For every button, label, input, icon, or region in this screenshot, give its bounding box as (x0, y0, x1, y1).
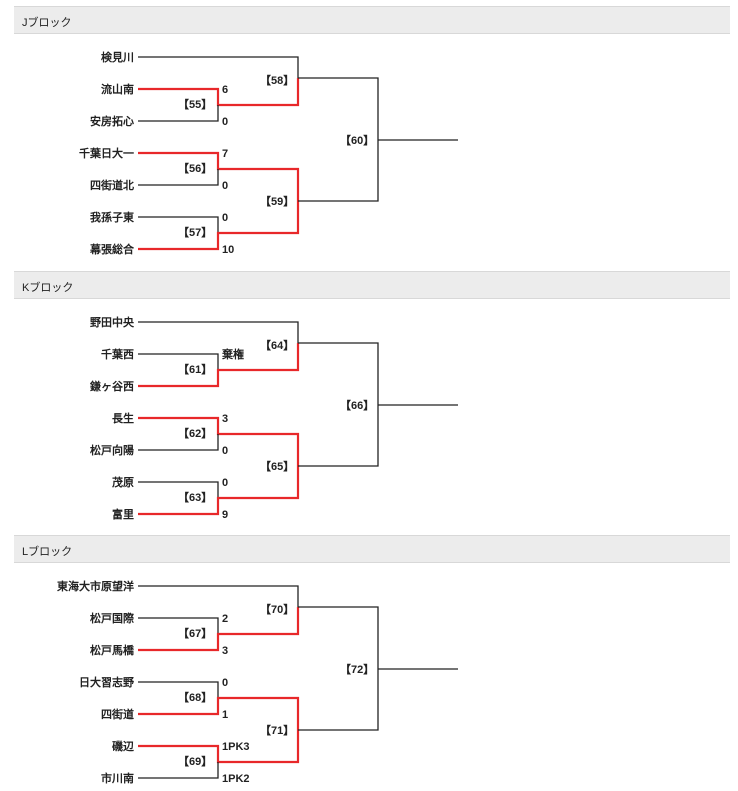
team-name: 野田中央 (90, 315, 135, 329)
bracket-block-l: Lブロック 東海大市原望洋 松戸国際 松戸馬橋 日大習志野 四街道 磯辺 市川南… (0, 529, 738, 791)
bracket-line (138, 105, 219, 122)
match-score: 6 (222, 84, 228, 96)
team-name: 松戸向陽 (90, 443, 134, 457)
block-title: Lブロック (22, 546, 73, 558)
block-title: Kブロック (22, 282, 74, 294)
match-number: 【59】 (260, 195, 294, 208)
bracket-diagram: 検見川 流山南 安房拓心 千葉日大一 四街道北 我孫子東 幕張総合 6 0 【5… (79, 50, 458, 256)
team-name: 富里 (112, 507, 134, 521)
match-number: 【62】 (178, 427, 212, 440)
match-score: 9 (222, 509, 228, 521)
match-score: 棄権 (221, 347, 244, 361)
bracket-line (138, 762, 219, 779)
bracket-line (298, 669, 379, 731)
team-name: 四街道 (101, 707, 134, 721)
team-name: 四街道北 (90, 178, 134, 192)
bracket-line (298, 77, 379, 140)
team-name: 松戸国際 (90, 611, 135, 625)
match-number: 【65】 (260, 460, 294, 473)
match-number: 【67】 (178, 627, 212, 640)
team-name: 鎌ヶ谷西 (89, 379, 134, 393)
bracket-line (138, 585, 299, 607)
match-score: 1 (222, 709, 228, 721)
match-score: 10 (222, 244, 234, 256)
match-number: 【64】 (260, 339, 294, 352)
match-number: 【70】 (260, 603, 294, 616)
team-name: 我孫子東 (90, 210, 135, 224)
team-name: 日大習志野 (79, 675, 134, 689)
match-number: 【71】 (260, 724, 294, 737)
bracket-line (298, 342, 379, 405)
team-name: 長生 (112, 411, 134, 425)
match-number: 【55】 (178, 98, 212, 111)
team-name: 千葉日大一 (79, 146, 134, 160)
team-name: 市川南 (101, 771, 134, 785)
match-score: 3 (222, 645, 228, 657)
match-score: 2 (222, 613, 228, 625)
match-number: 【61】 (178, 363, 212, 376)
match-number: 【60】 (340, 134, 374, 147)
bracket-diagram: 野田中央 千葉西 鎌ヶ谷西 長生 松戸向陽 茂原 富里 棄権 【61】 3 0 … (89, 315, 458, 521)
bracket-line (298, 405, 379, 467)
match-number: 【66】 (340, 399, 374, 412)
team-name: 松戸馬橋 (90, 643, 135, 657)
match-score: 0 (222, 445, 228, 457)
bracket-block-k: Kブロック 野田中央 千葉西 鎌ヶ谷西 長生 松戸向陽 茂原 富里 棄権 【61… (0, 265, 738, 530)
match-number: 【56】 (178, 162, 212, 175)
block-header: Lブロック (14, 535, 730, 563)
match-number: 【63】 (178, 491, 212, 504)
bracket-line-winner (138, 343, 300, 388)
team-name: 磯辺 (112, 739, 134, 753)
match-number: 【69】 (178, 755, 212, 768)
block-title: Jブロック (22, 17, 72, 29)
match-score: 0 (222, 116, 228, 128)
bracket-block-j: Jブロック 検見川 流山南 安房拓心 千葉日大一 四街道北 我孫子東 幕張総合 … (0, 0, 738, 265)
match-score: 7 (222, 148, 228, 160)
match-number: 【68】 (178, 691, 212, 704)
bracket-line (298, 606, 379, 669)
bracket-line (138, 617, 219, 634)
team-name: 茂原 (112, 475, 134, 489)
match-number: 【58】 (260, 74, 294, 87)
bracket-line (138, 434, 219, 451)
match-number: 【72】 (340, 663, 374, 676)
bracket-line-winner (138, 696, 300, 730)
block-header: Kブロック (14, 271, 730, 299)
match-score: 0 (222, 677, 228, 689)
match-score: 1PK3 (222, 741, 250, 753)
match-score: 1PK2 (222, 773, 250, 785)
team-name: 千葉西 (101, 347, 134, 361)
bracket-line-winner (138, 466, 300, 516)
block-header: Jブロック (14, 6, 730, 34)
team-name: 流山南 (101, 82, 134, 96)
team-name: 安房拓心 (90, 114, 134, 128)
team-name: 幕張総合 (89, 242, 135, 256)
match-score: 0 (222, 212, 228, 224)
team-name: 東海大市原望洋 (57, 579, 134, 593)
bracket-line (138, 353, 219, 370)
team-name: 検見川 (101, 50, 134, 64)
bracket-line (138, 169, 219, 186)
bracket-line (298, 140, 379, 202)
bracket-line (138, 216, 219, 233)
bracket-line (138, 321, 299, 343)
bracket-diagram: 東海大市原望洋 松戸国際 松戸馬橋 日大習志野 四街道 磯辺 市川南 2 3 【… (57, 579, 458, 785)
match-number: 【57】 (178, 226, 212, 239)
bracket-line (138, 681, 219, 698)
match-score: 0 (222, 180, 228, 192)
match-score: 0 (222, 477, 228, 489)
bracket-line (138, 56, 299, 78)
bracket-line (138, 481, 219, 498)
bracket-line-winner (138, 201, 300, 251)
match-score: 3 (222, 413, 228, 425)
bracket-line-winner (138, 607, 300, 652)
